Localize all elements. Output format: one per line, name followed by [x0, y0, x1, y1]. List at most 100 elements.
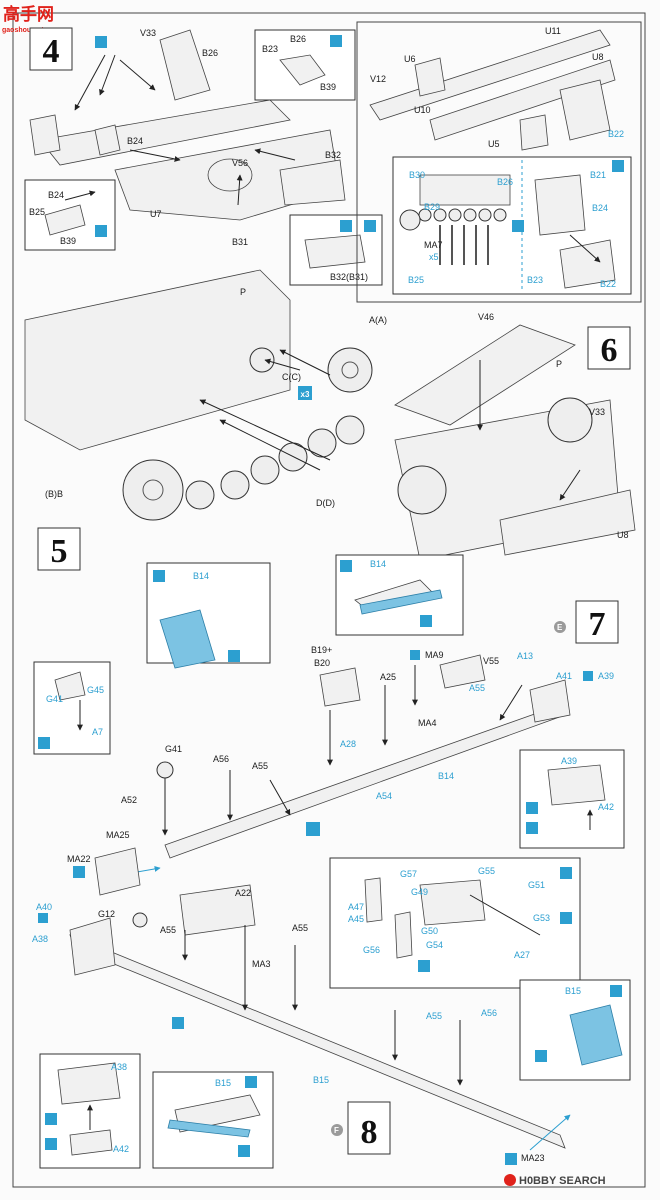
part-label: C(C) [282, 372, 301, 382]
part-label: MA22 [67, 854, 91, 864]
part-label: V33 [589, 407, 605, 417]
part-label: G51 [528, 880, 545, 890]
step-5-box [37, 527, 81, 571]
part-label: G54 [426, 940, 443, 950]
b29-pins [418, 208, 507, 222]
cement-icon [228, 650, 240, 662]
part-label: A47 [348, 902, 364, 912]
part-ma9 [439, 654, 486, 689]
part-label: A55 [160, 925, 176, 935]
part-label: MA23 [521, 1153, 545, 1163]
part-label: 高手网 [3, 4, 54, 24]
page-frame [12, 12, 646, 1188]
part-label: P [240, 287, 246, 297]
part-label: A41 [556, 671, 572, 681]
part-label: B14 [438, 771, 454, 781]
fender-b14 [164, 704, 566, 859]
part-label: A55 [292, 923, 308, 933]
part-label: V55 [483, 656, 499, 666]
part-label: B14 [370, 559, 386, 569]
part-label: B15 [215, 1078, 231, 1088]
marker-f [331, 1124, 343, 1136]
part-label: B25 [29, 207, 45, 217]
part-label: B30 [409, 170, 425, 180]
part-label: B15 [565, 986, 581, 996]
part-label: A52 [121, 795, 137, 805]
part-a38 [69, 917, 116, 976]
part-label: G50 [421, 926, 438, 936]
cement-icon [535, 1050, 547, 1062]
cement-icon [172, 1017, 184, 1029]
part-label: U8 [617, 530, 629, 540]
part-b25-wheel [399, 209, 421, 231]
part-label: B25 [408, 275, 424, 285]
cement-icon [418, 960, 430, 972]
cement-icon [560, 912, 572, 924]
part-label: A22 [235, 888, 251, 898]
cement-icon [238, 1145, 250, 1157]
part-label: B14 [193, 571, 209, 581]
part-b32 [279, 159, 346, 206]
part-label: G45 [87, 685, 104, 695]
part-label: gaoshou.net [2, 27, 44, 34]
part-label: D(D) [316, 498, 335, 508]
part-label: A27 [514, 950, 530, 960]
part-b14-blue [159, 609, 216, 669]
part-label: A13 [517, 651, 533, 661]
part-u8-track [499, 489, 636, 556]
road-wheels [122, 347, 373, 521]
part-label: A45 [348, 914, 364, 924]
part-label: U8 [592, 52, 604, 62]
paint-icon [612, 160, 624, 172]
paint-icon [340, 560, 352, 572]
step-4-box [29, 27, 73, 71]
step-8-number: 8 [361, 1114, 378, 1151]
part-u8 [559, 79, 611, 141]
part-label: F [334, 1126, 339, 1135]
part-label: x5 [429, 252, 439, 262]
marker-e [554, 621, 566, 633]
part-label: U11 [545, 26, 561, 36]
step-7-number: 7 [589, 606, 606, 643]
part-label: G12 [98, 909, 115, 919]
sprocket-a [327, 347, 373, 393]
part-g41 [156, 761, 174, 779]
part-label: A55 [469, 683, 485, 693]
part-label: x3 [301, 390, 310, 399]
part-label: A55 [426, 1011, 442, 1021]
part-label: B19+ [311, 645, 332, 655]
paint-icon [95, 225, 107, 237]
part-b24 [94, 124, 121, 156]
cement-icon [306, 822, 320, 836]
paint-icon [526, 822, 538, 834]
part-label: V56 [232, 158, 248, 168]
paint-icon [610, 985, 622, 997]
part-label: A39 [561, 756, 577, 766]
part-label: B21 [590, 170, 606, 180]
step-7-box [575, 600, 619, 644]
cement-icon [526, 802, 538, 814]
part-label: G55 [478, 866, 495, 876]
part-label: B26 [202, 48, 218, 58]
part-label: B31 [232, 237, 248, 247]
part-label: B29 [424, 202, 440, 212]
part-g12 [132, 912, 148, 928]
part-a41 [529, 679, 571, 723]
part-u10 [429, 59, 616, 141]
part-label: G56 [363, 945, 380, 955]
step-5: P A(A) C(C) x3 (B)B D(D) 5 [24, 269, 387, 571]
site-logo: 高手网 gaoshou.net [2, 4, 54, 34]
part-v46 [394, 324, 576, 426]
paint-icon [38, 913, 48, 923]
part-label: MA9 [425, 650, 444, 660]
part-label: MA7 [424, 240, 443, 250]
part-label: G57 [400, 869, 417, 879]
part-label: G41 [165, 744, 182, 754]
part-label: U5 [488, 139, 500, 149]
step-8-box [347, 1101, 391, 1155]
idler-b [122, 459, 184, 521]
paint-icon [38, 737, 50, 749]
cement-icon [340, 220, 352, 232]
